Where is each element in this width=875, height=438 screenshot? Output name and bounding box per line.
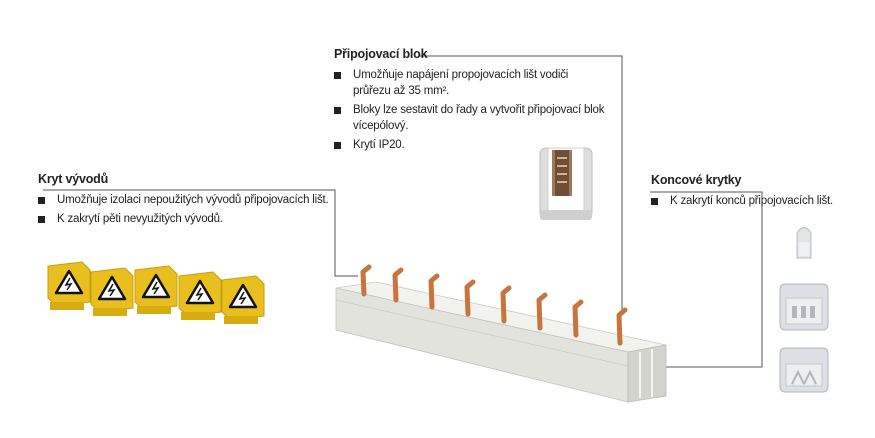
busbar [335, 281, 667, 403]
bullet-item: K zakrytí pěti nevyužitých vývodů. [38, 211, 338, 227]
bullet-item: Krytí IP20. [334, 137, 606, 153]
end-cap-medium [779, 347, 829, 393]
connection-block-callout: Připojovací blok Umožňuje napájení propo… [334, 47, 606, 156]
end-cap-large [779, 283, 829, 331]
leader-line-connection-block [420, 55, 623, 312]
terminal-covers [47, 261, 265, 324]
connection-block-title: Připojovací blok [334, 47, 428, 61]
bullet-item: K zakrytí konců připojovacích lišt. [651, 193, 866, 209]
terminal-cover-callout: Kryt vývodů Umožňuje izolaci nepoužitých… [38, 172, 338, 230]
end-caps-title: Koncové krytky [651, 173, 742, 187]
end-caps [779, 227, 829, 393]
warning-triangle-icon [97, 275, 127, 301]
end-cap-small [796, 227, 812, 259]
warning-triangle-icon [141, 273, 171, 299]
copper-pins [360, 264, 628, 346]
terminal-cover-bullets: Umožňuje izolaci nepoužitých vývodů přip… [38, 192, 338, 227]
bullet-item: Bloky lze sestavit do řady a vytvořit př… [334, 102, 606, 134]
warning-triangle-icon [54, 269, 84, 295]
leader-line-terminal-cover [43, 189, 358, 277]
warning-triangle-icon [228, 283, 258, 309]
bullet-item: Umožňuje izolaci nepoužitých vývodů přip… [38, 192, 338, 208]
warning-triangle-icon [185, 279, 215, 305]
terminal-cover-title: Kryt vývodů [38, 172, 109, 186]
bullet-item: Umožňuje napájení propojovacích lišt vod… [334, 67, 606, 99]
leader-line-end-caps [650, 191, 763, 368]
connection-block [539, 147, 593, 220]
end-caps-bullets: K zakrytí konců připojovacích lišt. [651, 193, 866, 209]
end-caps-callout: Koncové krytky K zakrytí konců připojova… [651, 173, 866, 212]
connection-block-bullets: Umožňuje napájení propojovacích lišt vod… [334, 67, 606, 153]
